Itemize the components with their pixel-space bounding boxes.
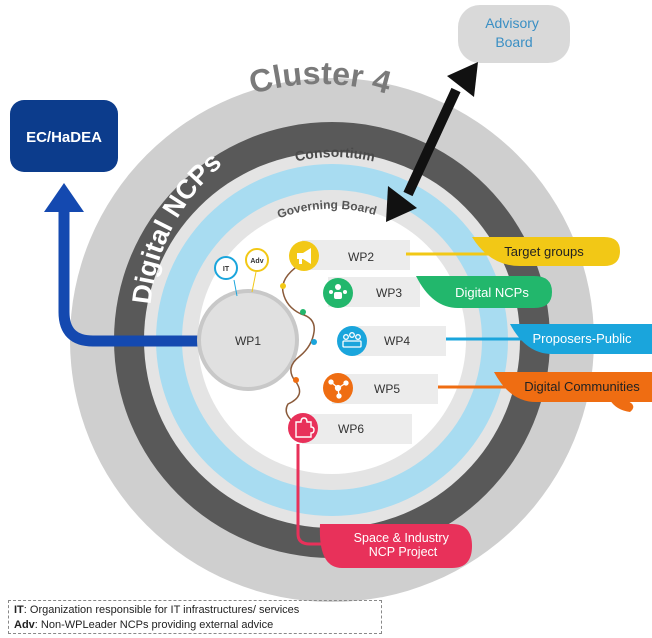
team-lead-icon (329, 284, 347, 299)
wp2-box (302, 240, 410, 270)
group-meeting-icon (342, 332, 362, 348)
wp-branch-tree (281, 261, 315, 425)
ec-hadea-box (10, 100, 118, 172)
wp5-tag-label: Digital Communities (524, 379, 640, 394)
wp3-label: WP3 (376, 286, 402, 300)
branch-dot (293, 377, 299, 383)
wp2-label: WP2 (348, 250, 374, 264)
branch-dot (311, 339, 317, 345)
wp1-label: WP1 (235, 334, 261, 348)
wp4-tag (510, 324, 652, 354)
adv-badge-label: Adv (250, 258, 263, 265)
wp6-label: WP6 (338, 422, 364, 436)
wp5-label: WP5 (374, 382, 400, 396)
wp6-box (302, 414, 412, 444)
legend-item: IT: Organization responsible for IT infr… (14, 604, 300, 616)
advisory-board-label: Advisory Board (485, 15, 543, 50)
wp2-tag (472, 237, 620, 266)
wp3-tag-label: Digital NCPs (455, 285, 529, 300)
advisory-board-box (458, 5, 570, 63)
wp2-tag-label: Target groups (504, 244, 584, 259)
megaphone-icon (297, 248, 311, 264)
puzzle-icon (295, 417, 315, 438)
ec-hadea-label: EC/HaDEA (26, 129, 102, 146)
wp6-tag-label: Space & Industry NCP Project (354, 531, 453, 559)
wp4-tag-label: Proposers-Public (533, 331, 632, 346)
advisory-arrow-head (447, 62, 478, 97)
branch-dot (280, 283, 286, 289)
inner-disc (198, 206, 466, 474)
network-nodes-icon (328, 379, 349, 399)
it-badge-label: IT (223, 266, 230, 273)
wp6-connector (296, 444, 328, 546)
ec-arrow-head (44, 183, 84, 212)
ec-wp1-arrow (58, 208, 208, 347)
it-connector (233, 279, 238, 297)
branch-dot (300, 309, 306, 315)
wp3-tag (416, 276, 552, 308)
it-badge (214, 256, 238, 280)
governing-arrow-head (386, 186, 417, 222)
legend-box: IT: Organization responsible for IT infr… (8, 600, 382, 634)
adv-badge (245, 248, 269, 272)
wp6-tag (319, 524, 472, 568)
wp1-circle (197, 289, 299, 391)
consortium-label: Consortium (293, 144, 376, 164)
wp5-tag (494, 372, 652, 402)
adv-connector (251, 271, 257, 293)
wp4-label: WP4 (384, 334, 410, 348)
wp5-tag-tail (610, 398, 634, 412)
advisory-governing-arrow (403, 87, 461, 197)
legend-item: Adv: Non-WPLeader NCPs providing externa… (14, 619, 274, 631)
